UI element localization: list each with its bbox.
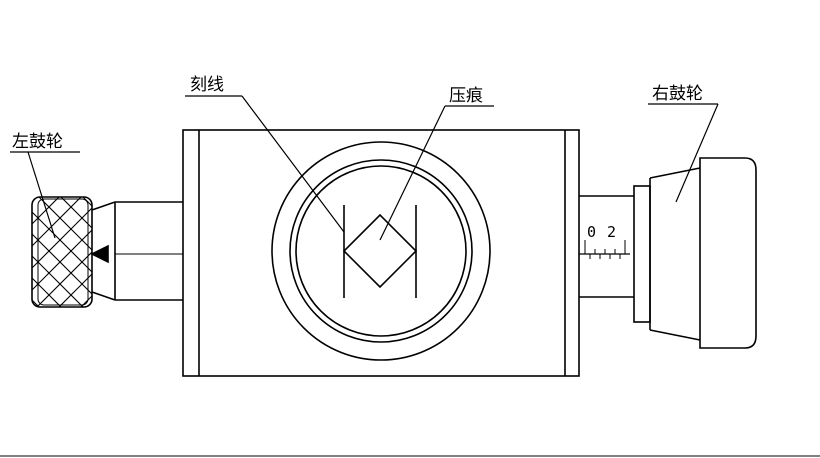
indentation-diamond — [342, 213, 418, 289]
label-reticle: 刻线 — [190, 75, 224, 95]
label-left-drum: 左鼓轮 — [12, 132, 63, 152]
main-body — [182, 129, 580, 377]
eyepiece-view — [271, 141, 491, 361]
label-indentation: 压痕 — [449, 86, 483, 106]
right-drum[interactable] — [579, 157, 757, 349]
left-drum[interactable] — [0, 40, 183, 418]
index-arrow — [90, 244, 109, 264]
scale-tick-2: 2 — [607, 223, 616, 241]
scale-tick-0: 0 — [587, 223, 596, 241]
leader-lines — [10, 95, 719, 241]
label-right-drum: 右鼓轮 — [652, 84, 703, 104]
